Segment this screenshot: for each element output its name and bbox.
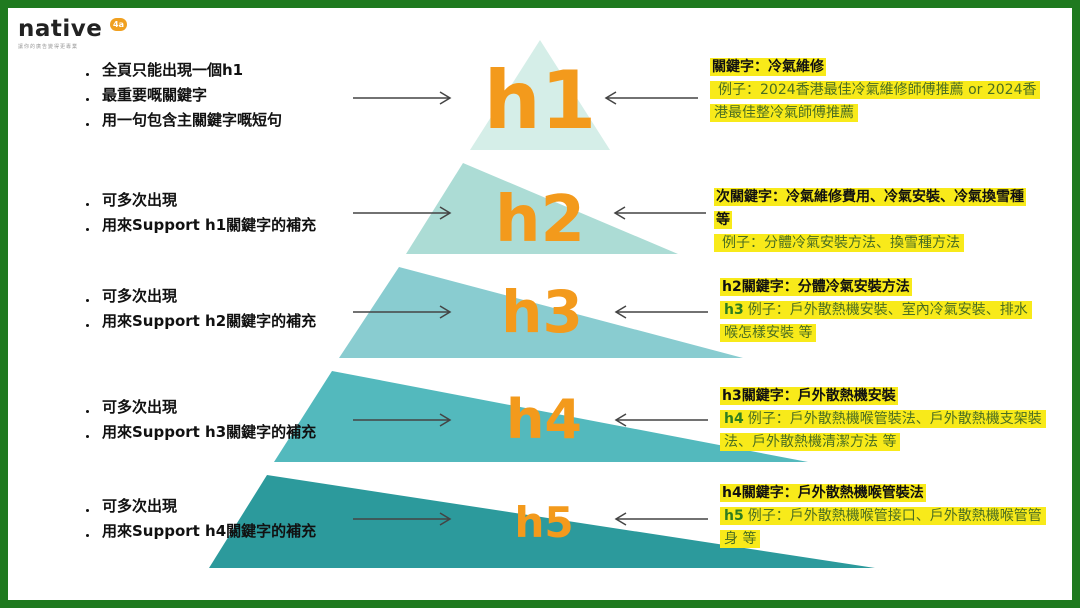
h2-keyword-line: 次關鍵字：冷氣維修費用、冷氣安裝、冷氣換雪種 等 (714, 188, 1026, 229)
h1-example-line: 例子：2024香港最佳冷氣維修師傅推薦 or 2024香港最佳整冷氣師傅推薦 (712, 81, 1039, 122)
arrow-left-to-h2 (353, 206, 452, 220)
h5-rule-item: 可多次出現 (80, 494, 316, 519)
pyramid-diagram: h1 h2 h3 h4 h5 (209, 40, 875, 568)
h2-rule-item: 可多次出現 (80, 188, 316, 213)
h2-keyword-box: 次關鍵字：冷氣維修費用、冷氣安裝、冷氣換雪種 等 例子：分體冷氣安裝方法、換雪種… (714, 186, 1034, 255)
arrow-left-to-h5 (353, 512, 452, 526)
h1-rule-item: 用一句包含主關鍵字嘅短句 (80, 108, 282, 133)
arrow-right-to-h5 (614, 512, 708, 526)
arrow-right-to-h2 (613, 206, 706, 220)
arrow-right-to-h4 (614, 413, 708, 427)
h4-example-line: 例子：戶外散熱機喉管裝法、戶外散熱機支架裝法、戶外散熱機清潔方法 等 (722, 410, 1044, 451)
arrow-left-to-h1 (353, 91, 452, 105)
tier-5-heading: h5 (514, 498, 573, 547)
arrow-left-to-h4 (353, 413, 452, 427)
logo-badge: 4a (110, 18, 127, 31)
h5-rules-list: 可多次出現 用來Support h4關鍵字的補充 (80, 494, 316, 544)
tier-2-heading: h2 (495, 183, 585, 257)
arrow-left-to-h3 (353, 305, 452, 319)
h4-rule-item: 可多次出現 (80, 395, 316, 420)
h4-rule-item: 用來Support h3關鍵字的補充 (80, 420, 316, 445)
h5-keyword-line: h4關鍵字：戶外散熱機喉管裝法 (720, 484, 926, 502)
h4-example-label: h4 (722, 410, 746, 428)
h4-rules-list: 可多次出現 用來Support h3關鍵字的補充 (80, 395, 316, 445)
arrow-right-to-h3 (614, 305, 708, 319)
h1-rule-item: 最重要嘅關鍵字 (80, 83, 282, 108)
tier-2-shape (406, 163, 678, 254)
h2-example-label (716, 234, 720, 252)
tier-3-shape (339, 267, 743, 358)
tier-5-shape (209, 475, 875, 568)
tier-4-shape (274, 371, 808, 462)
h1-keyword-line: 關鍵字：冷氣維修 (710, 58, 826, 76)
tier-3-heading: h3 (501, 278, 583, 346)
h3-keyword-line: h2關鍵字：分體冷氣安裝方法 (720, 278, 912, 296)
logo-wordmark: native (18, 16, 103, 42)
h1-keyword-box: 關鍵字：冷氣維修 例子：2024香港最佳冷氣維修師傅推薦 or 2024香港最佳… (710, 56, 1041, 125)
brand-logo: native 4a 讓你的廣告變得更專業 (18, 16, 127, 50)
logo-subtitle: 讓你的廣告變得更專業 (18, 44, 79, 50)
h3-rule-item: 用來Support h2關鍵字的補充 (80, 309, 316, 334)
tier-1-shape (470, 40, 610, 150)
h5-example-label: h5 (722, 507, 746, 525)
h4-keyword-line: h3關鍵字：戶外散熱機安裝 (720, 387, 898, 405)
h5-example-line: 例子：戶外散熱機喉管接口、戶外散熱機喉管管身 等 (722, 507, 1044, 548)
h3-example-label: h3 (722, 301, 746, 319)
h3-rules-list: 可多次出現 用來Support h2關鍵字的補充 (80, 284, 316, 334)
h2-rule-item: 用來Support h1關鍵字的補充 (80, 213, 316, 238)
slide-frame: native 4a 讓你的廣告變得更專業 h1 h2 h3 h4 h5 全頁只能… (8, 8, 1072, 600)
h1-example-label (712, 81, 716, 99)
h3-example-line: 例子：戶外散熱機安裝、室內冷氣安裝、排水喉怎樣安裝 等 (722, 301, 1030, 342)
arrow-right-to-h1 (604, 91, 698, 105)
h2-example-line: 例子：分體冷氣安裝方法、換雪種方法 (720, 234, 962, 252)
tier-1-heading: h1 (484, 54, 597, 147)
h5-rule-item: 用來Support h4關鍵字的補充 (80, 519, 316, 544)
h1-rules-list: 全頁只能出現一個h1 最重要嘅關鍵字 用一句包含主關鍵字嘅短句 (80, 58, 282, 133)
h3-rule-item: 可多次出現 (80, 284, 316, 309)
tier-4-heading: h4 (506, 388, 582, 451)
h2-rules-list: 可多次出現 用來Support h1關鍵字的補充 (80, 188, 316, 238)
h1-rule-item: 全頁只能出現一個h1 (80, 58, 282, 83)
